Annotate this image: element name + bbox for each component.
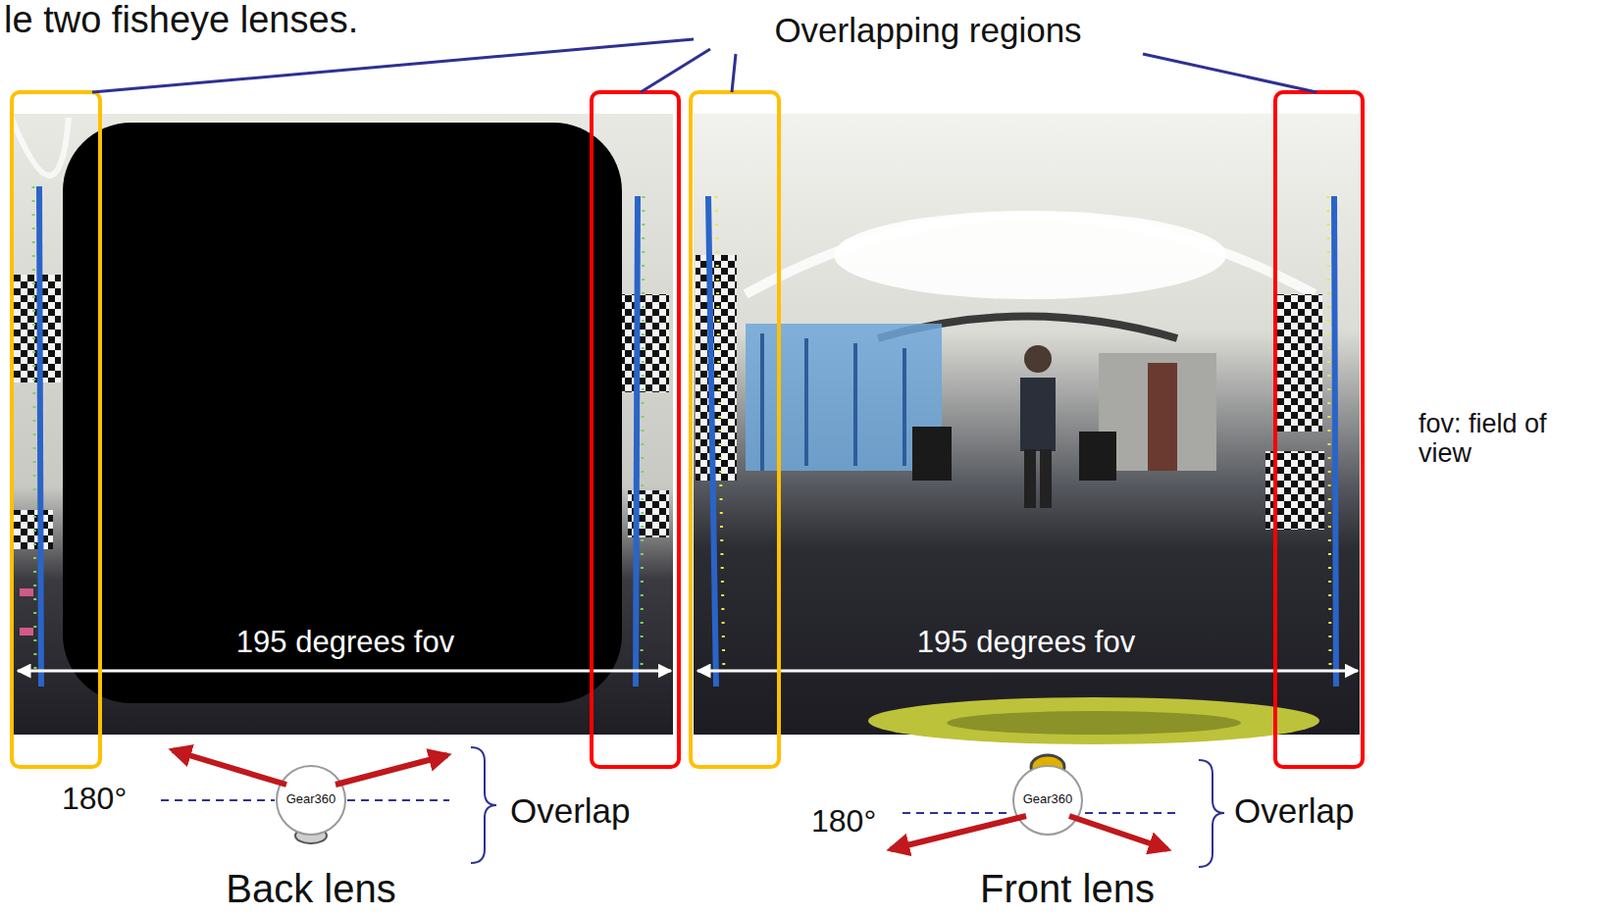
note-label: fov: field of view [1418, 410, 1596, 468]
lens-label: Back lens [225, 867, 396, 911]
fov-label: 195 degrees fov [236, 625, 455, 660]
fov-label: 195 degrees fov [917, 625, 1136, 660]
slide-title: le two fisheye lenses. [3, 0, 359, 42]
overlap-label: Overlap [510, 792, 631, 831]
camera-label: Gear360 [286, 792, 337, 807]
callout-label: Overlapping regions [774, 11, 1082, 51]
angle-label: 180° [811, 804, 877, 839]
angle-label: 180° [61, 781, 127, 817]
lens-label: Front lens [980, 867, 1155, 911]
camera-label: Gear360 [1023, 792, 1074, 807]
overlap-label: Overlap [1234, 792, 1355, 831]
